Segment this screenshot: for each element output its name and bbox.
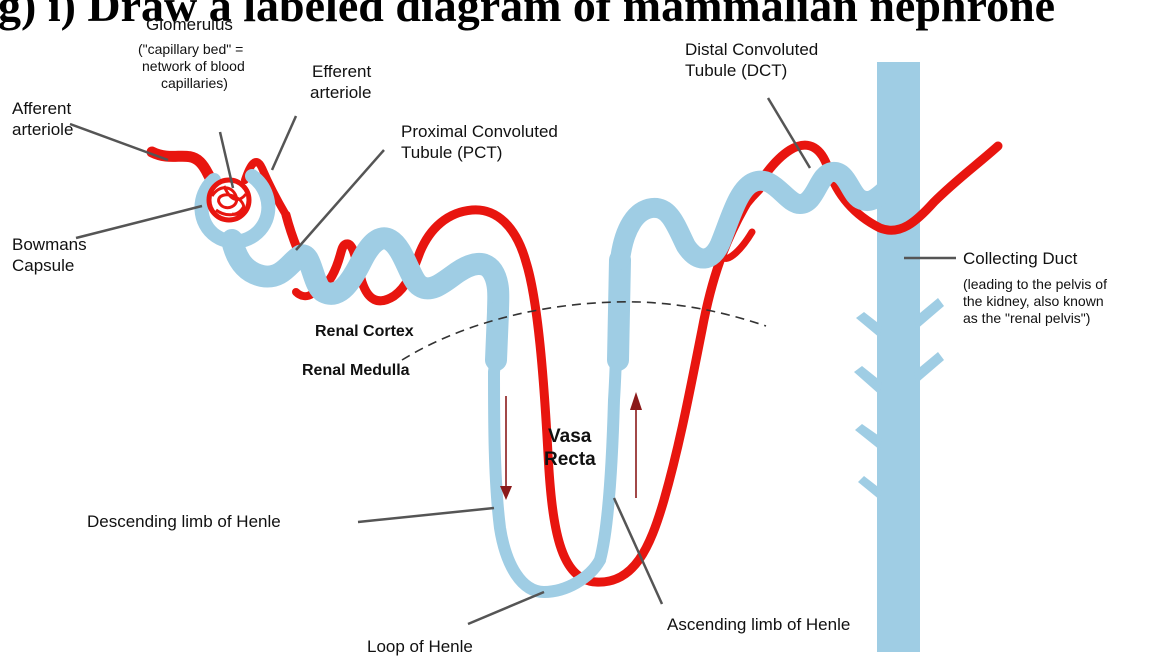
glomerulus-note-2: network of blood bbox=[142, 58, 245, 74]
collecting-duct-note-1: (leading to the pelvis of bbox=[963, 276, 1107, 292]
collecting-duct-note-3: as the "renal pelvis") bbox=[963, 310, 1090, 326]
vasa-recta-label-2: Recta bbox=[544, 449, 596, 470]
afferent-label-1: Afferent bbox=[12, 99, 72, 118]
afferent-label-2: arteriole bbox=[12, 120, 73, 139]
glomerulus-note-3: capillaries) bbox=[161, 75, 228, 91]
glomerulus-title: Glomerulus bbox=[146, 15, 233, 34]
bowmans-label-2: Capsule bbox=[12, 256, 74, 275]
glomerulus bbox=[209, 180, 249, 220]
collecting-duct-note-2: the kidney, also known bbox=[963, 293, 1104, 309]
dct-label-2: Tubule (DCT) bbox=[685, 61, 787, 80]
renal-medulla-label: Renal Medulla bbox=[302, 362, 410, 379]
ascending-flow-arrowhead bbox=[630, 392, 642, 410]
vasa-recta-label-1: Vasa bbox=[548, 426, 592, 447]
cortex-medulla-boundary bbox=[402, 302, 766, 360]
glomerulus-note-1: ("capillary bed" = bbox=[138, 41, 243, 57]
collecting-duct-title: Collecting Duct bbox=[963, 249, 1078, 268]
proximal-convoluted-tubule bbox=[232, 238, 498, 312]
efferent-label-1: Efferent bbox=[312, 62, 372, 81]
pct-label-1: Proximal Convoluted bbox=[401, 122, 558, 141]
renal-cortex-label: Renal Cortex bbox=[315, 323, 414, 340]
bowmans-label-1: Bowmans bbox=[12, 235, 87, 254]
pct-label-2: Tubule (PCT) bbox=[401, 143, 502, 162]
ascending-limb-label: Ascending limb of Henle bbox=[667, 615, 850, 634]
dct-label-1: Distal Convoluted bbox=[685, 40, 818, 59]
descending-limb-label: Descending limb of Henle bbox=[87, 512, 281, 531]
distal-convoluted-tubule bbox=[620, 172, 886, 260]
loop-of-henle-label: Loop of Henle bbox=[367, 637, 473, 656]
efferent-label-2: arteriole bbox=[310, 83, 371, 102]
collecting-duct bbox=[854, 62, 944, 652]
